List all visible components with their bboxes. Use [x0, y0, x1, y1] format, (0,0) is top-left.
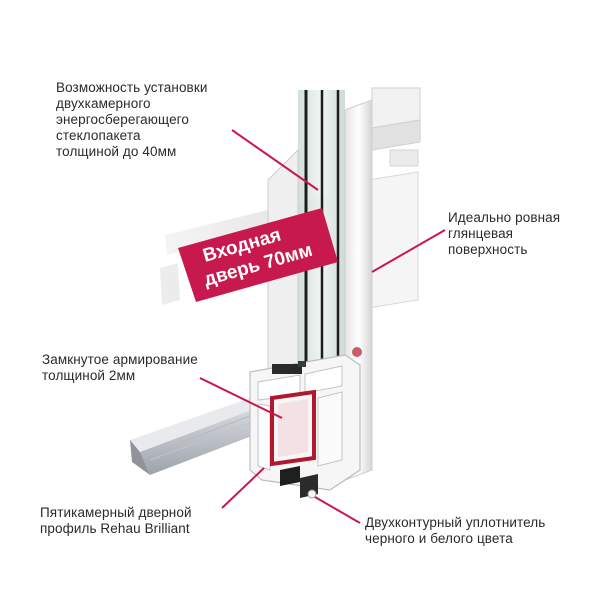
threshold-sill — [130, 398, 262, 475]
annotation-glossy-surface: Идеально ровная глянцевая поверхность — [448, 210, 561, 257]
leader-profile — [221, 467, 265, 509]
reinforcement-steel — [270, 389, 316, 467]
double-seal — [280, 466, 318, 499]
annotation-profile: Пятикамерный дверной профиль Rehau Brill… — [40, 505, 192, 536]
annotation-glass-unit: Возможность установки двухкамерного энер… — [56, 80, 208, 159]
annotation-reinforcement: Замкнутое армирование толщиной 2мм — [42, 352, 198, 383]
leader-surface — [371, 229, 446, 273]
leader-reinforcement — [199, 377, 283, 419]
leader-glass — [231, 129, 319, 191]
leader-lines — [199, 129, 446, 524]
leader-seal — [314, 496, 361, 524]
annotation-seal: Двухконтурный уплотнитель черного и бело… — [365, 515, 546, 546]
rehau-logo-dot — [352, 347, 362, 357]
upper-frame-hardware — [367, 87, 421, 309]
profile-cross-section — [249, 347, 362, 499]
